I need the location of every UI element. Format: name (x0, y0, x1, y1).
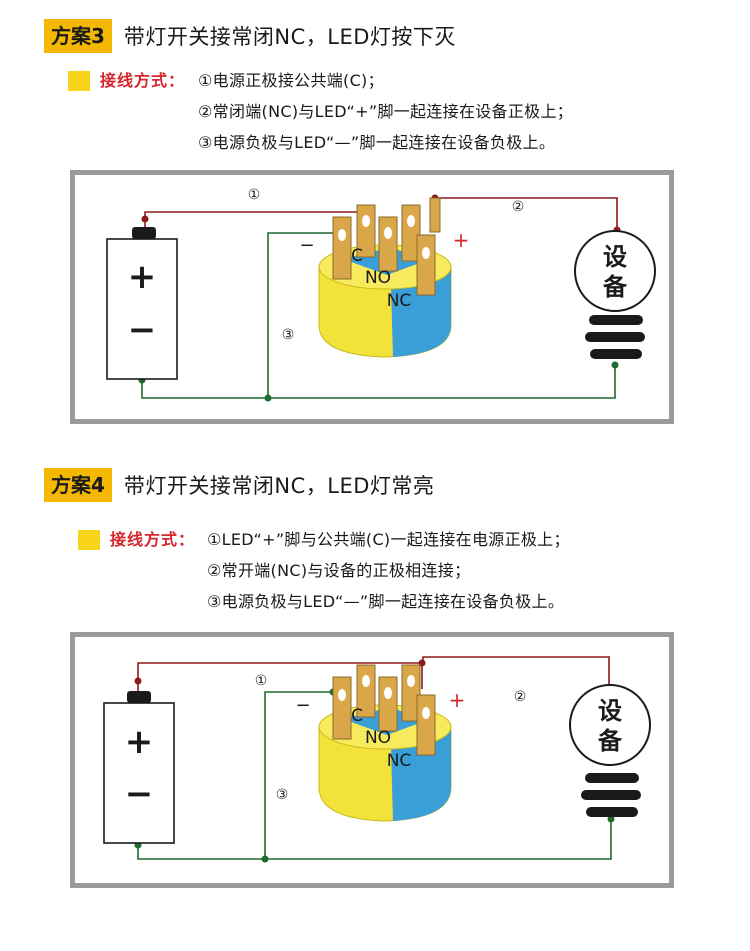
device-icon: 设 备 (574, 230, 656, 312)
plan3-wiring-diagram: + − ① ② ③ − + (106, 187, 656, 402)
plan3-tag: 方案3 (44, 19, 112, 53)
wire-label-1: ① (248, 187, 261, 203)
terminal-nc-label: NC (387, 291, 412, 311)
push-switch-icon (318, 664, 452, 822)
terminal-no-label: NO (365, 268, 391, 288)
device-icon: 设 备 (569, 684, 651, 766)
plan3-wiring: 接线方式： ①电源正极接公共端(C)； ②常闭端(NC)与LED“+”脚一起连接… (0, 66, 750, 166)
led-plus-label: + (449, 688, 466, 712)
plan4-tag: 方案4 (44, 468, 112, 502)
wiring-step-3: ③电源负极与LED“—”脚一起连接在设备负极上。 (198, 133, 556, 152)
wire-red-2 (422, 656, 610, 689)
wiring-label: 接线方式： (100, 71, 186, 90)
terminal-nc-label: NC (387, 751, 412, 771)
wiring-step-2: ②常闭端(NC)与LED“+”脚一起连接在设备正极上； (198, 102, 574, 121)
wire-label-3: ③ (282, 327, 295, 343)
wire-label-2: ② (512, 199, 525, 215)
plan4-wiring-diagram: + − ① ② ③ − + C NO NC (103, 656, 651, 863)
wire-green-3 (137, 691, 612, 860)
device-label-1: 设 (603, 243, 627, 271)
terminal-no-label: NO (365, 728, 391, 748)
terminal-c-label: C (351, 706, 363, 726)
device-label-2: 备 (602, 273, 628, 301)
yellow-square-icon (78, 530, 100, 550)
wire-label-1: ① (255, 673, 268, 689)
battery-plus: + (128, 257, 157, 297)
device-label-2: 备 (597, 727, 623, 755)
wiring-label: 接线方式： (110, 530, 196, 549)
plan4-title: 带灯开关接常闭NC，LED灯常亮 (123, 474, 435, 498)
wiring-step-3: ③电源负极与LED“—”脚一起连接在设备负极上。 (207, 592, 565, 611)
led-minus-label: − (295, 695, 310, 716)
wire-label-3: ③ (276, 787, 289, 803)
wire-label-2: ② (514, 689, 527, 705)
battery-minus: − (125, 774, 154, 814)
led-plus-label: + (453, 228, 470, 252)
plan3-title: 带灯开关接常闭NC，LED灯按下灭 (123, 25, 456, 49)
plan4-header: 方案4 带灯开关接常闭NC，LED灯常亮 (44, 467, 434, 503)
yellow-square-icon (68, 71, 90, 91)
wire-red-1 (144, 211, 364, 233)
plan4-wiring: 接线方式： ①LED“+”脚与公共端(C)一起连接在电源正极上； ②常开端(NC… (0, 525, 750, 625)
led-minus-label: − (299, 235, 314, 256)
battery-plus: + (125, 722, 154, 762)
device-label-1: 设 (598, 697, 622, 725)
wiring-step-2: ②常开端(NC)与设备的正极相连接； (207, 561, 471, 580)
wiring-step-1: ①LED“+”脚与公共端(C)一起连接在电源正极上； (207, 530, 570, 549)
plan3-diagram-panel: + − ① ② ③ − + (70, 170, 674, 424)
terminal-c-label: C (351, 246, 363, 266)
wire-red-2 (434, 197, 618, 230)
battery-icon: + − (106, 227, 178, 380)
battery-minus: − (128, 310, 157, 350)
push-switch-icon (318, 197, 452, 358)
wiring-step-1: ①电源正极接公共端(C)； (198, 71, 384, 90)
ground-bars-icon (581, 773, 641, 817)
plan3-header: 方案3 带灯开关接常闭NC，LED灯按下灭 (44, 18, 456, 54)
plan4-diagram-panel: + − ① ② ③ − + C NO NC (70, 632, 674, 888)
ground-bars-icon (585, 315, 645, 359)
battery-icon: + − (103, 691, 175, 844)
